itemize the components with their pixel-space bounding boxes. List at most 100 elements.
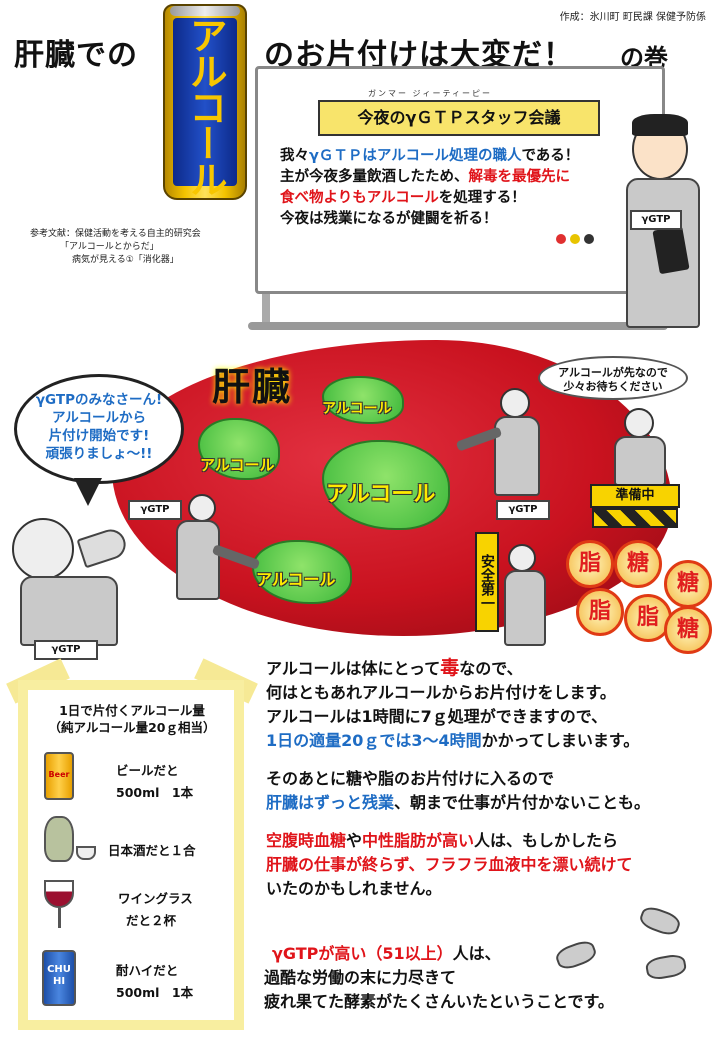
text-span: 人は、	[452, 944, 501, 963]
amount-heading-line: 1日で片付くアルコール量	[59, 703, 205, 718]
whiteboard-base	[248, 322, 668, 330]
alcohol-blob	[198, 418, 280, 480]
author-credit: 作成：氷川町 町民課 保健予防係	[559, 12, 706, 23]
sugar-bubble: 糖	[664, 606, 712, 654]
text-emphasis: 中性脂肪が高い	[362, 831, 475, 850]
sign-safety-first: 安全第一	[475, 532, 499, 632]
explanation-text: アルコールは体にとって毒なので、 何はともあれアルコールからお片付けをします。 …	[266, 656, 716, 915]
text-span: かかってしまいます。	[481, 731, 640, 750]
amount-heading: 1日で片付くアルコール量 （純アルコール量20ｇ相当）	[34, 702, 230, 736]
board-line1a: 我々	[280, 148, 309, 164]
ruby-text: ガンマー ジィーティーピー	[368, 89, 493, 98]
reference-line: 「アルコールとからだ」	[60, 242, 159, 252]
helmet-icon	[508, 544, 536, 572]
alcohol-blob	[322, 440, 450, 530]
text-emphasis: 肝臓はずっと残業	[266, 793, 395, 812]
helmet-icon	[624, 408, 654, 438]
helmet-icon	[12, 518, 74, 580]
can-text: アルコール	[183, 16, 227, 196]
meeting-title: 今夜のγＧＴＰスタッフ会議	[318, 100, 600, 136]
text-emphasis: γGTPが高い（51以上）	[272, 944, 453, 963]
wait-line: 少々お待ちください	[563, 380, 663, 393]
speech-tail	[74, 478, 102, 506]
megaphone-icon	[76, 525, 130, 569]
amount-heading-line: （純アルコール量20ｇ相当）	[48, 720, 216, 735]
text-emphasis: 空腹時血糖	[266, 831, 347, 850]
speech-line: アルコールから	[51, 410, 147, 426]
text-span: いたのかもしれません。	[266, 879, 442, 898]
wait-line: アルコールが先なので	[558, 366, 668, 379]
speech-bubble: γGTPのみなさーん! アルコールから 片付け開始です! 頑張りましょ〜!!	[14, 374, 184, 484]
fat-bubble: 脂	[576, 588, 624, 636]
drink-line: ワイングラス	[118, 891, 193, 906]
helmet-icon	[188, 494, 216, 522]
sugar-bubble: 糖	[614, 540, 662, 588]
fat-bubble: 脂	[566, 540, 614, 588]
sake-bottle-icon	[44, 816, 74, 862]
alcohol-label: アルコール	[256, 570, 336, 589]
references: 参考文献：保健活動を考える自主的研究会 「アルコールとからだ」 病気が見える①「…	[30, 228, 201, 267]
board-line2b: 解毒を最優先に	[468, 169, 571, 185]
conclusion-text: γGTPが高い（51以上）人は、 過酷な労働の末に力尽きて 疲れ果てた酵素がたく…	[264, 942, 714, 1014]
text-span: 、朝まで仕事が片付かないことも。	[394, 793, 651, 812]
drink-line: 500ml 1本	[116, 985, 194, 1000]
speech-line: 頑張りましょ〜!!	[45, 446, 153, 462]
board-line3a: 食べ物よりもアルコール	[280, 190, 439, 206]
beer-can-icon: Beer	[44, 752, 74, 800]
board-line4: 今夜は残業になるが健闘を祈る！	[280, 211, 498, 227]
alcohol-label: アルコール	[200, 456, 275, 474]
text-span: 何はともあれアルコールからお片付けをします。	[266, 683, 616, 702]
drink-beer: ビールだと 500ml 1本	[116, 760, 193, 804]
title-part-1: 肝臓での	[14, 38, 138, 73]
presenter-hair	[632, 114, 688, 136]
board-line2a: 主が今夜多量飲酒したため、	[280, 169, 469, 185]
can-lid	[170, 6, 240, 16]
text-span: 疲れ果てた酵素がたくさんいたということです。	[264, 992, 614, 1011]
magnet-icon	[584, 234, 594, 244]
staff-tag: γGTP	[630, 210, 682, 230]
worker-body	[494, 416, 540, 496]
reference-line: 病気が見える①「消化器」	[72, 255, 179, 265]
speech-line: 片付け開始です!	[48, 428, 150, 444]
staff-body	[20, 576, 118, 646]
drink-line: 500ml 1本	[116, 785, 194, 800]
magnet-icon	[556, 234, 566, 244]
barricade-icon	[592, 508, 678, 528]
reference-line: 参考文献：保健活動を考える自主的研究会	[30, 229, 201, 239]
text-span: 過酷な労働の末に力尽きて	[264, 968, 457, 987]
sake-cup-icon	[76, 846, 96, 860]
can-label	[173, 18, 237, 186]
text-span: そのあとに糖や脂のお片付けに入るので	[266, 769, 555, 788]
alcohol-blob	[322, 376, 404, 424]
speech-line: γGTPのみなさーん!	[35, 392, 163, 408]
wait-bubble: アルコールが先なので 少々お待ちください	[538, 356, 688, 400]
text-emphasis: 毒	[440, 657, 460, 679]
alcohol-blob	[252, 540, 352, 604]
board-line1c: である！	[521, 148, 580, 164]
text-span: や	[346, 831, 363, 850]
worker-body	[614, 436, 666, 486]
board-line3b: を処理する！	[438, 190, 526, 206]
worker-body	[504, 570, 546, 646]
magnet-icon	[570, 234, 580, 244]
liver-label: 肝臓	[212, 365, 293, 409]
staff-tag: γGTP	[34, 640, 98, 660]
drink-wine: ワイングラス だと２杯	[118, 888, 193, 932]
fat-bubble: 脂	[624, 594, 672, 642]
wine-glass-icon	[44, 880, 74, 908]
text-span: アルコールは1時間に7ｇ処理ができますので、	[266, 707, 608, 726]
alcohol-label: アルコール	[326, 482, 436, 507]
board-line1b: γＧＴＰはアルコール処理の職人	[309, 148, 522, 164]
drink-chuhi: 酎ハイだと 500ml 1本	[116, 960, 193, 1004]
sugar-bubble: 糖	[664, 560, 712, 608]
alcohol-label: アルコール	[322, 401, 392, 417]
drink-line: だと２杯	[126, 913, 177, 928]
wine-glass-stem	[58, 908, 61, 928]
text-emphasis: 1日の適量20ｇでは3～4時間	[266, 731, 482, 750]
staff-tag: γGTP	[496, 500, 550, 520]
drink-sake: 日本酒だと１合	[108, 843, 196, 858]
text-emphasis: 肝臓の仕事が終らず、フラフラ血液中を漂い続けて	[266, 855, 633, 874]
whiteboard-text: 我々γＧＴＰはアルコール処理の職人である！ 主が今夜多量飲酒したため、解毒を最優…	[280, 146, 640, 230]
worker-body	[176, 520, 220, 600]
helmet-icon	[500, 388, 530, 418]
